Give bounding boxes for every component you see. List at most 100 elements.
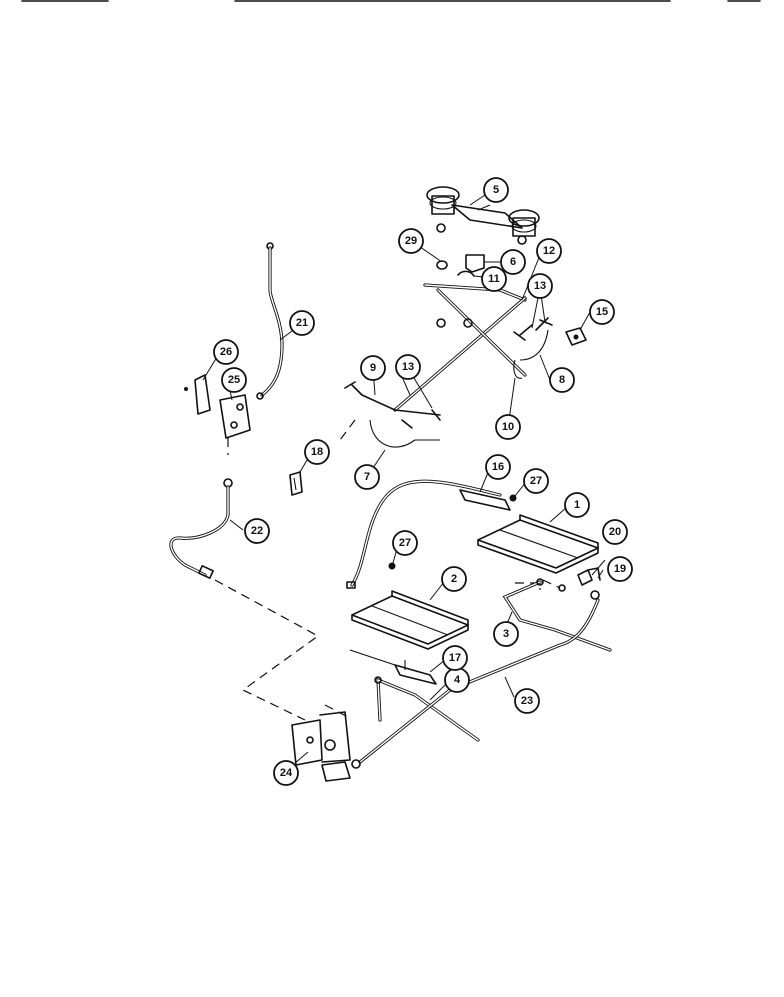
callout-circle xyxy=(442,645,468,671)
callout-label: 27 xyxy=(530,475,542,487)
callout-label: 3 xyxy=(503,628,509,640)
callout-12: 12 xyxy=(536,238,562,264)
part-18-knob-insert xyxy=(289,471,303,496)
callout-circle xyxy=(493,621,519,647)
part-4-burner-tube xyxy=(374,676,480,742)
callout-label: 24 xyxy=(280,767,293,779)
callout-8: 8 xyxy=(549,367,575,393)
callout-18: 18 xyxy=(304,439,330,465)
part-23-gas-line xyxy=(351,598,600,769)
callout-label: 4 xyxy=(454,674,461,686)
callout-label: 23 xyxy=(521,695,533,707)
part-22-thermocouple xyxy=(169,478,233,579)
callout-label: 13 xyxy=(534,280,546,292)
callout-13b: 13 xyxy=(395,354,421,380)
callout-circle xyxy=(213,339,239,365)
callout-label: 19 xyxy=(614,563,626,575)
callout-circle xyxy=(523,468,549,494)
callout-circle xyxy=(360,355,386,381)
callout-23: 23 xyxy=(514,688,540,714)
callout-24: 24 xyxy=(273,760,299,786)
callout-label: 1 xyxy=(574,499,580,511)
part-3-burner-tube xyxy=(502,578,612,652)
callout-circle xyxy=(441,566,467,592)
callout-circle xyxy=(244,518,270,544)
part-29-washer xyxy=(436,260,448,270)
callout-27b: 27 xyxy=(392,530,418,556)
callouts: 1234567891011121313151617181920212223242… xyxy=(213,177,633,786)
part-5-valve-assembly xyxy=(426,186,540,245)
callout-circle xyxy=(485,454,511,480)
part-6-bracket xyxy=(465,254,485,273)
part-2-burner xyxy=(351,590,469,650)
callout-circle xyxy=(395,354,421,380)
callout-circle xyxy=(602,519,628,545)
callout-label: 11 xyxy=(488,273,500,285)
callout-22: 22 xyxy=(244,518,270,544)
part-27-screw-lower xyxy=(388,562,396,570)
callout-circle xyxy=(221,367,247,393)
callout-circle xyxy=(589,299,615,325)
routing-dashed-lines xyxy=(214,419,561,721)
callout-circle xyxy=(607,556,633,582)
callout-label: 25 xyxy=(228,374,240,386)
callout-7: 7 xyxy=(354,464,380,490)
callout-label: 15 xyxy=(596,306,608,318)
callout-circle xyxy=(549,367,575,393)
callout-label: 22 xyxy=(251,525,263,537)
callout-4: 4 xyxy=(444,667,470,693)
callout-16: 16 xyxy=(485,454,511,480)
callout-circle xyxy=(564,492,590,518)
callout-label: 17 xyxy=(449,652,461,664)
callout-circle xyxy=(514,688,540,714)
part-27-screw-upper xyxy=(509,494,517,502)
part-17-igniter xyxy=(349,649,437,685)
callout-9: 9 xyxy=(360,355,386,381)
callout-label: 13 xyxy=(402,361,414,373)
callout-label: 7 xyxy=(364,471,370,483)
callout-2: 2 xyxy=(441,566,467,592)
callout-circle xyxy=(354,464,380,490)
callout-circle xyxy=(392,530,418,556)
callout-label: 20 xyxy=(609,526,621,538)
callout-label: 10 xyxy=(502,421,514,433)
part-15-fitting xyxy=(565,327,587,346)
callout-label: 18 xyxy=(311,446,323,458)
callout-label: 5 xyxy=(493,184,499,196)
callout-19: 19 xyxy=(607,556,633,582)
part-25-igniter-bracket xyxy=(219,394,251,455)
callout-label: 16 xyxy=(492,461,504,473)
callout-20: 20 xyxy=(602,519,628,545)
callout-label: 21 xyxy=(296,317,308,329)
part-11-clip xyxy=(457,270,475,277)
callout-27a: 27 xyxy=(523,468,549,494)
part-16-igniter-lead xyxy=(346,479,511,589)
callout-6: 6 xyxy=(500,249,526,275)
part-1-burner xyxy=(477,514,599,574)
callout-circle xyxy=(273,760,299,786)
callout-label: 2 xyxy=(451,573,457,585)
callout-circle xyxy=(398,228,424,254)
callout-29: 29 xyxy=(398,228,424,254)
callout-circle xyxy=(481,266,507,292)
callout-25: 25 xyxy=(221,367,247,393)
callout-label: 6 xyxy=(510,256,516,268)
callout-26: 26 xyxy=(213,339,239,365)
callout-21: 21 xyxy=(289,310,315,336)
callout-circle xyxy=(304,439,330,465)
part-24-safety-valve xyxy=(291,704,351,782)
callout-15: 15 xyxy=(589,299,615,325)
callout-1: 1 xyxy=(564,492,590,518)
callout-label: 26 xyxy=(220,346,232,358)
callout-circle xyxy=(536,238,562,264)
callout-label: 8 xyxy=(559,374,565,386)
callout-11: 11 xyxy=(481,266,507,292)
part-26-bracket xyxy=(184,374,211,415)
callout-circle xyxy=(527,273,553,299)
callout-circle xyxy=(483,177,509,203)
callout-circle xyxy=(289,310,315,336)
callout-label: 12 xyxy=(543,245,555,257)
part-21-thermocouple xyxy=(256,242,284,400)
callout-circle xyxy=(495,414,521,440)
